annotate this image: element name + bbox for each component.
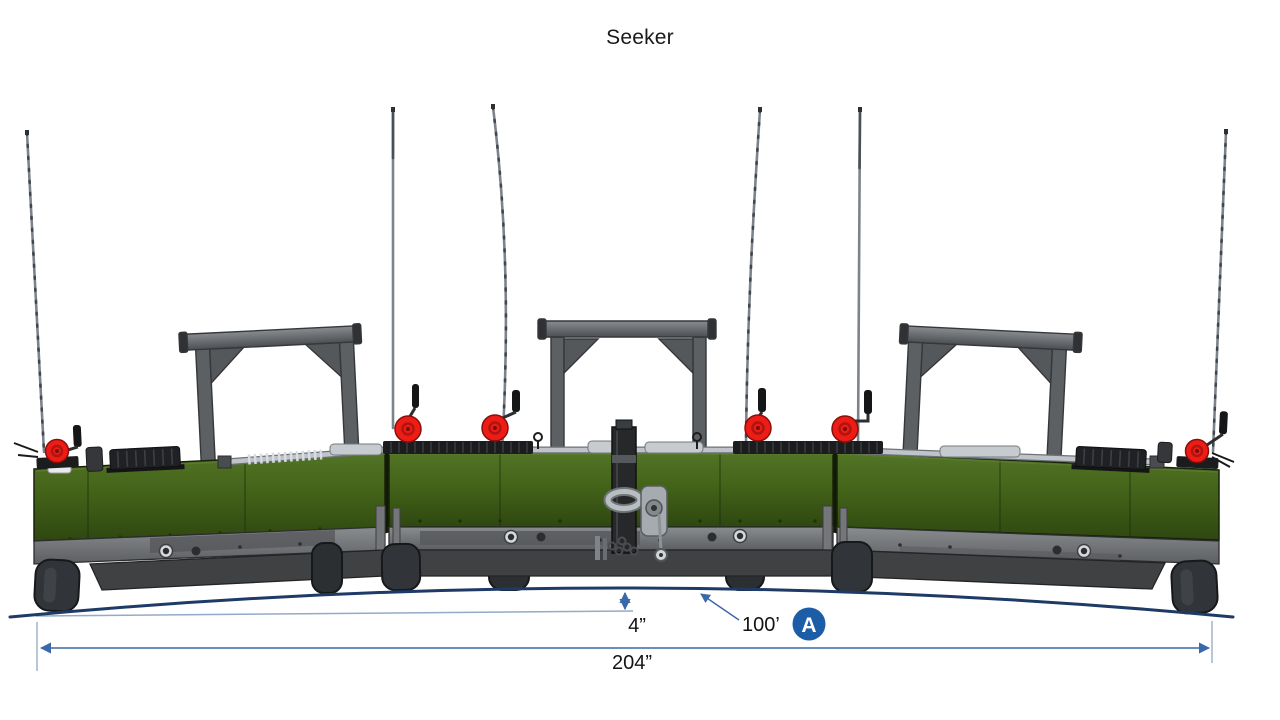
turnbuckle-right <box>939 445 1021 458</box>
wheel-outer-right <box>1170 559 1219 615</box>
knob-assembly-4 <box>744 388 772 442</box>
turnbuckle-left <box>329 443 383 456</box>
skirt-center <box>388 549 834 577</box>
knob-assembly-3 <box>481 390 520 442</box>
dimension-annotations: 4” 100’ A 204” <box>36 591 1213 674</box>
green-panel-center <box>388 451 834 528</box>
roll-bar-left <box>178 323 363 465</box>
flat-reference-line <box>35 610 634 617</box>
jack-crank-rod <box>657 513 663 552</box>
antenna-pole-5 <box>856 107 862 449</box>
knob-assembly-5 <box>831 390 872 443</box>
frame-bar-right <box>836 526 1220 565</box>
wheels-front <box>33 541 1219 615</box>
antenna-pole-1 <box>25 130 46 454</box>
antenna-poles <box>25 104 1228 454</box>
antenna-pole-3 <box>491 104 508 452</box>
knob-assembly-6 <box>1157 411 1228 469</box>
roll-bar-frames <box>178 318 1083 465</box>
skirt-panels <box>89 549 1167 591</box>
spring-coil <box>247 449 323 465</box>
ground-curve <box>8 586 1235 619</box>
knob-assembly-1 <box>36 424 104 472</box>
wheel-left-inner <box>311 542 343 594</box>
turnbuckle-center-b <box>644 441 704 454</box>
turnbuckle-center-a <box>587 440 615 454</box>
crank-knobs <box>36 384 1228 472</box>
callout-badge-letter: A <box>801 614 816 637</box>
row-unit-stack-left <box>106 445 185 473</box>
diagram-title: Seeker <box>606 26 674 49</box>
corrugated-base-right <box>733 441 883 454</box>
row-unit-stack-right <box>1071 445 1150 473</box>
wheel-outer-left <box>33 558 81 613</box>
antenna-pole-4 <box>744 107 762 447</box>
antenna-pole-6 <box>1211 129 1228 454</box>
frame-holes <box>158 528 1092 559</box>
tongue-jack <box>595 419 668 562</box>
roll-bar-right <box>898 323 1083 465</box>
panel-joints <box>87 453 1131 539</box>
radius-leader-line <box>700 593 740 621</box>
width-dimension-label: 204” <box>612 652 652 674</box>
ground-lines <box>8 586 1235 619</box>
antenna-pole-2 <box>391 107 395 430</box>
callout-badge-a <box>792 607 826 641</box>
frame-bars <box>33 505 1220 568</box>
wheel-seam-left <box>380 542 422 592</box>
wing-panels <box>33 450 1220 543</box>
radius-label: 100’ <box>742 614 780 636</box>
top-linkage-hardware <box>13 432 1235 474</box>
wheel-seam-right <box>831 541 873 593</box>
s-hook-left <box>533 432 543 442</box>
safety-chains <box>607 536 639 556</box>
height-dimension-label: 4” <box>628 615 646 637</box>
corrugated-base-left <box>383 441 533 454</box>
knob-assembly-2 <box>394 384 422 443</box>
